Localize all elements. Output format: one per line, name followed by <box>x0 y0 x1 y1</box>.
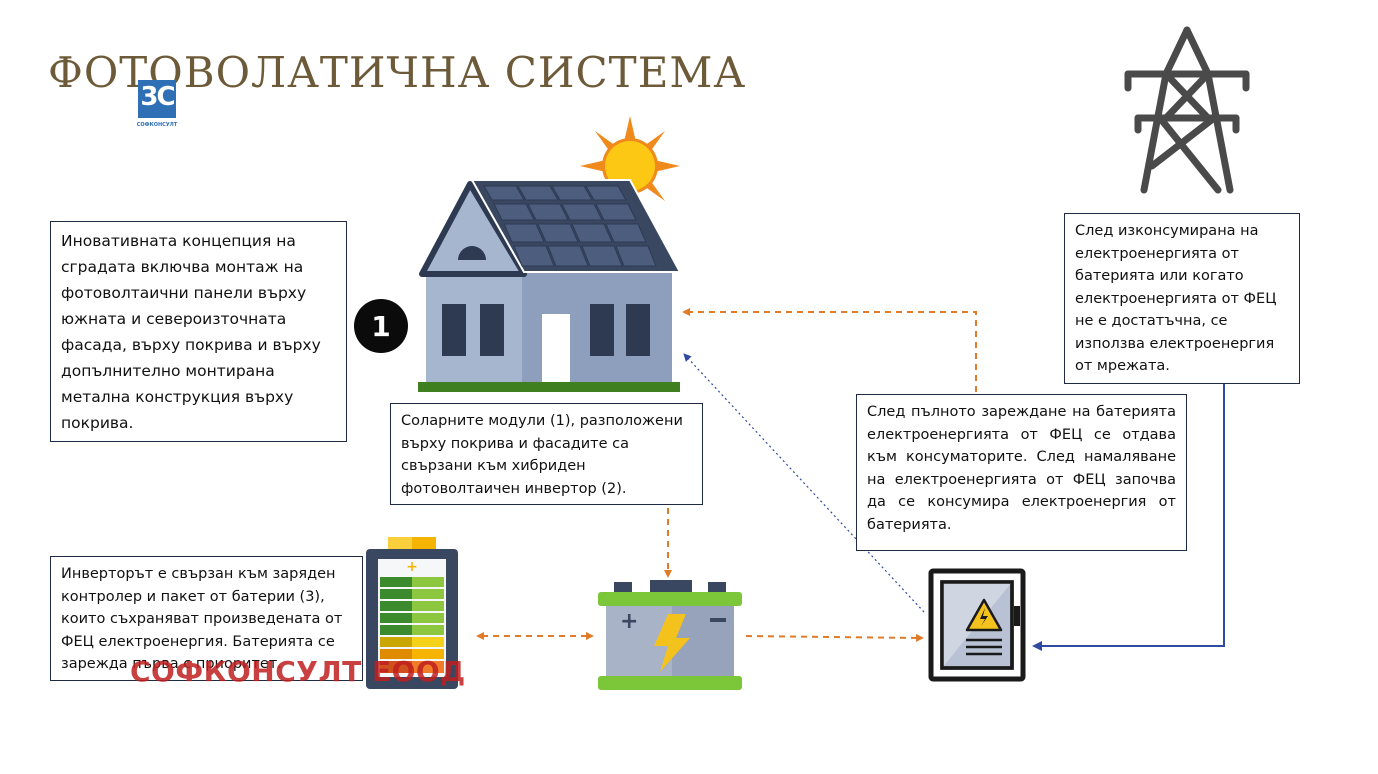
company-watermark: СОФКОНСУЛТ ЕООД <box>130 655 466 688</box>
logo-mark: 3С <box>138 80 176 118</box>
grid-description-box: След изконсумирана на електроенергията о… <box>1064 213 1300 384</box>
arrow-panel-to-house <box>683 353 925 613</box>
full-charge-description-box: След пълното зареждане на батерията елек… <box>856 394 1187 551</box>
arrow-to-panel <box>745 633 924 642</box>
company-logo: 3С СОФКОНСУЛТ <box>136 80 178 134</box>
modules-description-box: Соларните модули (1), разположени върху … <box>390 403 703 505</box>
logo-mark-text: 3С <box>140 82 175 112</box>
electrical-panel-icon <box>928 568 1026 682</box>
module-number-badge: 1 <box>354 299 408 353</box>
concept-description-box: Иновативната концепция на сградата включ… <box>50 221 347 442</box>
house-with-solar-panels-icon <box>418 179 682 392</box>
power-tower-icon <box>1124 26 1250 194</box>
arrow-to-house <box>682 308 977 392</box>
inverter-description-box: Инверторът е свързан към заряден контрол… <box>50 556 363 681</box>
svg-text:+: + <box>620 609 638 634</box>
logo-caption: СОФКОНСУЛТ <box>136 122 178 128</box>
car-battery-icon: + <box>598 580 742 690</box>
battery-level-icon: + <box>366 537 458 689</box>
arrow-grid-to-panel <box>1032 384 1225 651</box>
svg-text:+: + <box>406 559 418 575</box>
